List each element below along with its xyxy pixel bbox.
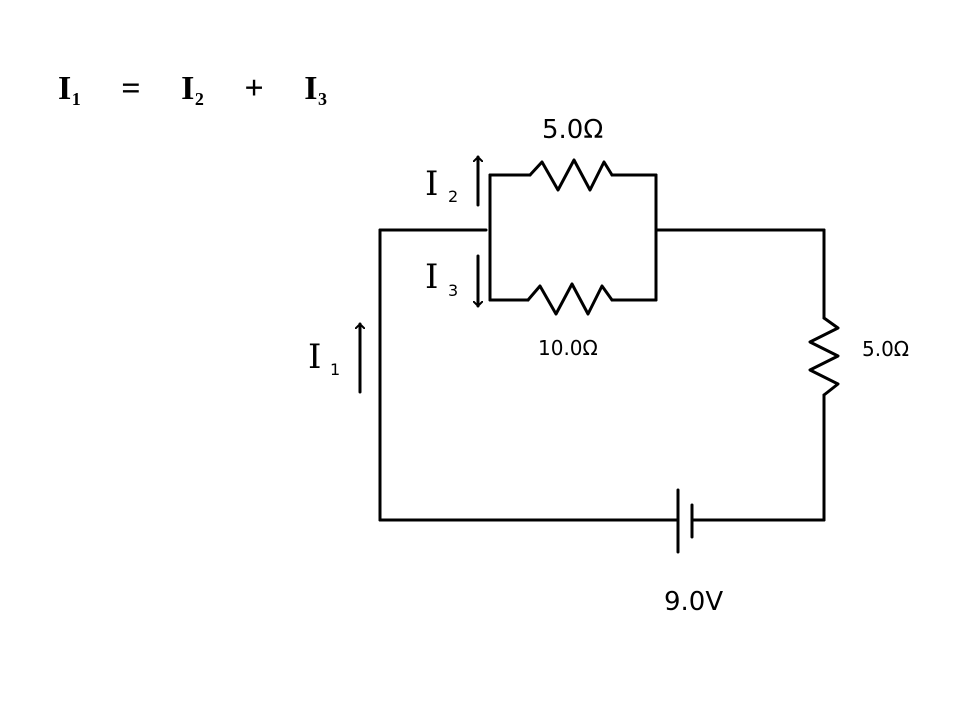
svg-text:I: I (308, 337, 321, 377)
i2-label: I 2 (425, 164, 458, 206)
eq-plus: + (244, 70, 265, 107)
svg-text:I: I (425, 257, 438, 297)
current-equation: I1 = I2 + I3 (58, 70, 327, 110)
eq-i2: I2 (181, 70, 205, 109)
right-resistor-symbol (808, 316, 840, 397)
i3-label: I 3 (425, 257, 458, 300)
bottom-resistor-symbol (526, 282, 614, 316)
battery-label: 9.0V (664, 587, 723, 617)
svg-text:2: 2 (448, 187, 458, 206)
svg-text:I: I (425, 164, 438, 204)
svg-text:3: 3 (448, 281, 458, 300)
eq-i1: I1 (58, 70, 82, 109)
svg-text:1: 1 (330, 360, 340, 379)
i1-label: I 1 (308, 337, 340, 379)
top-resistor-symbol (528, 158, 614, 192)
eq-i3: I3 (304, 70, 328, 109)
right-resistor-label: 5.0Ω (862, 337, 909, 361)
top-resistor-label: 5.0Ω (542, 115, 603, 145)
bottom-resistor-label: 10.0Ω (538, 336, 598, 360)
eq-equals: = (121, 70, 142, 107)
